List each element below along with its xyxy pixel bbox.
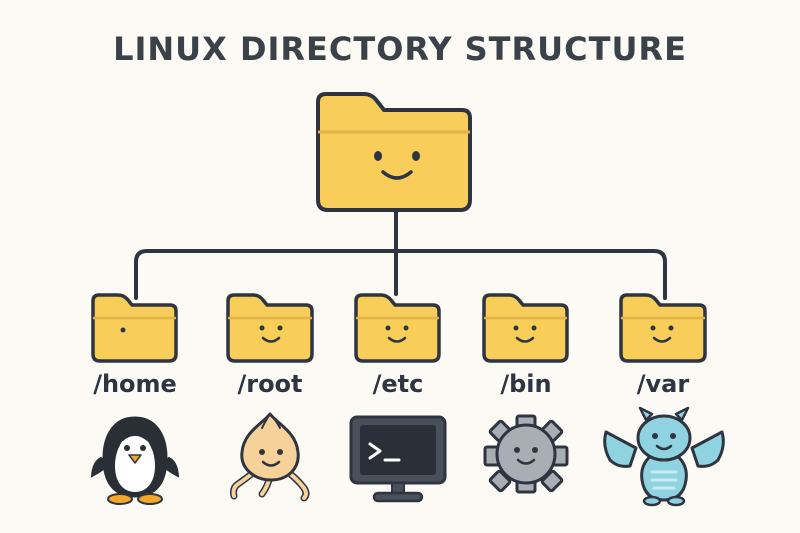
gear-icon bbox=[483, 414, 569, 494]
terminal-monitor-icon bbox=[349, 415, 447, 503]
root-folder-icon[interactable] bbox=[316, 92, 472, 212]
folder-root-icon[interactable] bbox=[226, 293, 314, 363]
tree-connectors bbox=[134, 210, 667, 300]
label-root: /root bbox=[237, 370, 303, 398]
folder-bin-icon[interactable] bbox=[482, 293, 569, 363]
root-creature-icon bbox=[230, 412, 310, 502]
label-home: /home bbox=[93, 370, 177, 398]
penguin-icon bbox=[90, 416, 180, 505]
folder-var-icon[interactable] bbox=[619, 293, 707, 363]
folder-etc-icon[interactable] bbox=[354, 293, 441, 363]
label-bin: /bin bbox=[500, 370, 552, 398]
dragon-icon bbox=[603, 406, 725, 507]
label-var: /var bbox=[636, 370, 690, 398]
folder-home-icon[interactable] bbox=[91, 293, 178, 363]
page-title: LINUX DIRECTORY STRUCTURE bbox=[113, 30, 687, 68]
label-etc: /etc bbox=[372, 370, 424, 398]
branch-bar-line bbox=[134, 249, 667, 300]
root-folder-face bbox=[374, 151, 420, 180]
